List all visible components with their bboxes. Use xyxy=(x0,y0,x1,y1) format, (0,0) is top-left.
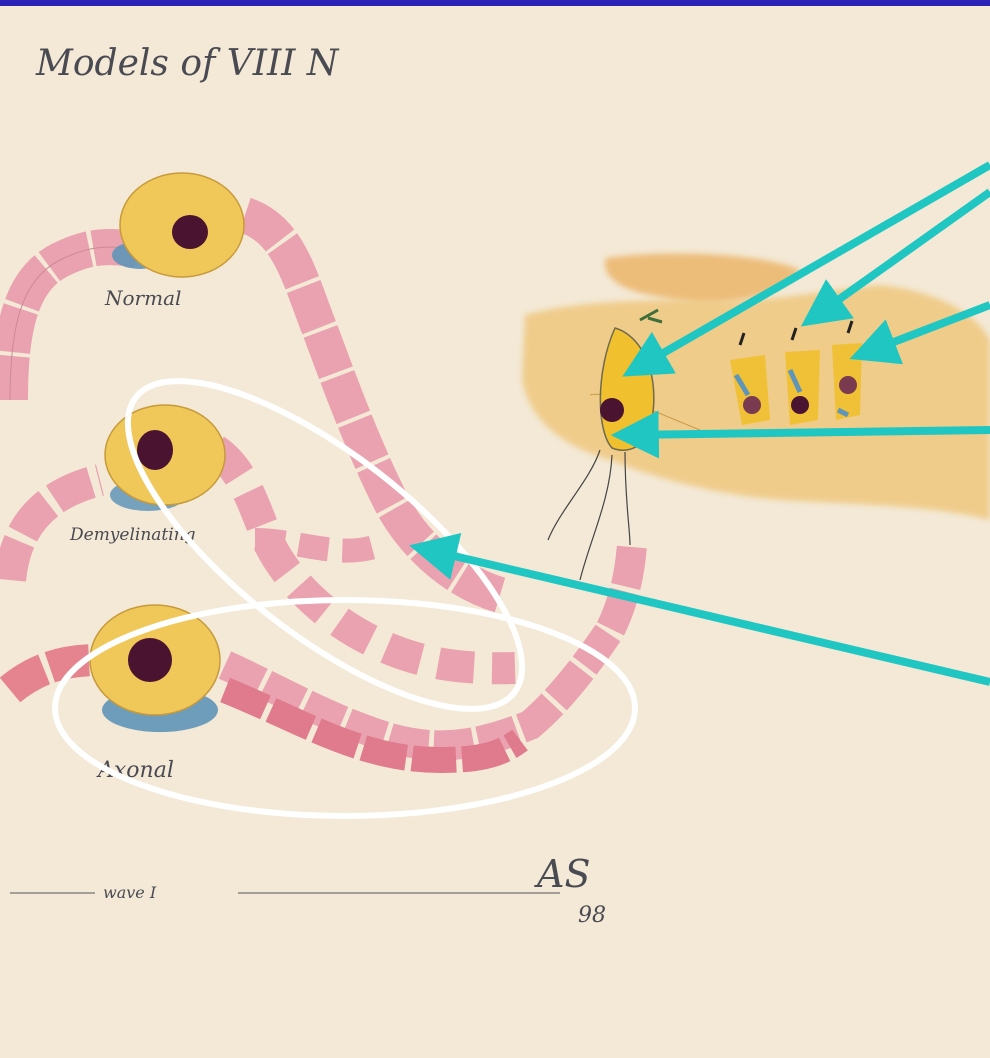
drawing-title: Models of VIII N xyxy=(35,43,340,84)
signature-initials: AS xyxy=(534,852,590,896)
label-wave: wave I xyxy=(103,883,157,902)
arrow-icon xyxy=(622,430,990,435)
signature-year: 98 xyxy=(578,903,606,928)
label-normal: Normal xyxy=(104,286,181,310)
